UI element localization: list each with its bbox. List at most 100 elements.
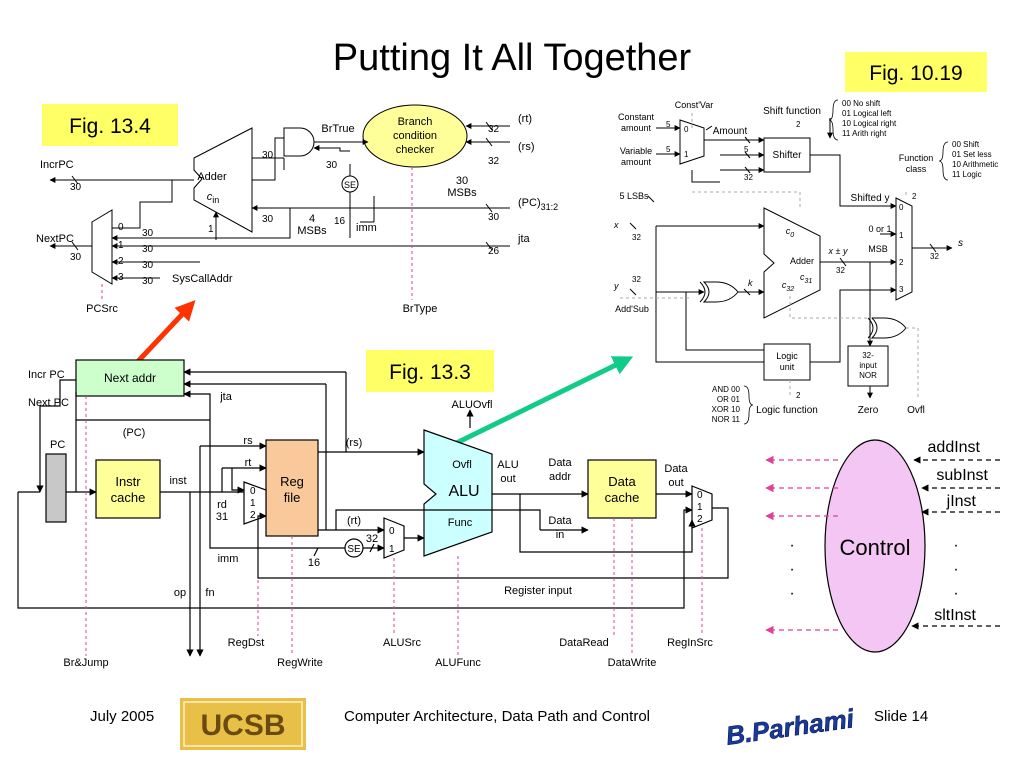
input-xor [702,281,739,303]
control-unit: Control addInst subInst jInst sltInst · … [765,439,1000,653]
footer-course: Computer Architecture, Data Path and Con… [344,708,650,725]
class-code-3: 11 Logic [952,170,982,179]
brtrue-label: BrTrue [321,123,354,135]
inst-label: inst [169,475,186,487]
dot-r1: · [953,537,958,554]
thirty-label: 30 [456,175,468,187]
fig-10-19: Fig. 10.19 [613,52,998,425]
ctrl-regwrite: RegWrite [277,657,323,669]
out-mux-3: 3 [899,285,904,294]
out-mux-1: 1 [899,231,904,240]
shift-code-0: 00 No shift [842,99,881,108]
shift-code-1: 01 Logical left [842,109,892,118]
ctrl-alufunc: ALUFunc [435,657,481,669]
addinst-label: addInst [928,439,981,456]
jinst-label: jInst [946,493,977,510]
s-output-label: s [958,238,963,249]
branch-label-3: checker [396,144,435,156]
reg-label: Reg [280,474,304,489]
alu-block [423,429,493,557]
syscalladdr-label: SysCallAddr [172,273,233,285]
nextpc-label: NextPC [36,233,74,245]
msbs-label-b: MSBs [447,187,477,199]
branch-condition-checker [362,104,468,168]
parhami-logo: B.Parhami [724,703,857,751]
width-30-d: 30 [262,214,274,225]
amount-label: Amount [713,126,748,137]
cache-label-instr: cache [111,490,146,505]
logic-label: Logic [776,351,798,361]
reginsrc-mux-0: 0 [697,490,703,501]
regdst-mux-2: 2 [250,510,256,521]
reg-file-block [265,439,319,537]
pc-adder [193,127,253,233]
logic-code-1: OR 01 [717,395,741,404]
variable-amount-label: amount [621,157,652,167]
data-cache-block [587,459,657,519]
amount-mux [679,119,705,165]
ovfl-label: Ovfl [907,405,925,416]
aluovfl-label: ALUOvfl [452,399,493,411]
ctrl-alusrc: ALUSrc [383,637,421,649]
w-2-a: 2 [796,120,801,129]
k-label: k [748,278,753,288]
op-label: op [174,587,186,599]
width-30-e: 30 [142,228,154,239]
function-label: Function [899,153,934,163]
imm-label: imm [356,222,377,234]
ucsb-logo-text: UCSB [200,709,285,742]
ovfl-xor [870,317,907,339]
control-ellipse [824,439,926,653]
logic-code-2: XOR 10 [712,405,741,414]
shifter-label: Shifter [773,150,803,161]
register-input-label: Register input [504,585,572,597]
mux-in-3: 3 [118,272,124,283]
ctrl-dataread: DataRead [559,637,609,649]
width-1: 1 [208,224,214,235]
data-out-label-1: Data [664,463,688,475]
c31-label: c31 [800,272,812,285]
variable-label: Variable [620,146,652,156]
fig-13-3-label: Fig. 13.3 [389,361,471,384]
rs-field-label: rs [243,435,253,447]
reginsrc-mux [691,485,713,529]
fig-13-3-label-box [366,350,494,392]
mux-in-2: 2 [118,256,124,267]
shift-code-3: 11 Arith right [842,129,887,138]
width-30-b: 30 [262,150,274,161]
rs-value-label: (rs) [346,437,363,449]
parhami-logo-text: B.Parhami [724,703,856,751]
w-5-c: 5 [744,145,749,154]
alu-out-label-1: ALU [497,459,518,471]
w-2-b: 2 [912,192,917,201]
rt-value-label: (rt) [347,515,361,527]
rd-field-label: rd [217,499,227,511]
alu-ovfl-label: Ovfl [452,459,472,471]
msbs-label-a: MSBs [297,225,327,237]
se-unit-label: SE [347,544,361,555]
reginsrc-mux-2: 2 [697,514,703,525]
adder-label: Adder [197,171,227,183]
ctrl-reginsrc: RegInSrc [667,637,713,649]
nor-label: NOR [859,371,877,380]
w-2-c: 2 [796,391,801,400]
dot-r2: · [953,561,958,578]
fig-10-19-label: Fig. 10.19 [869,62,962,85]
w-5-b: 5 [666,145,671,154]
ctrl-regdst: RegDst [228,637,265,649]
logic-code-3: NOR 11 [712,415,741,424]
w-32-e: 32 [930,252,939,261]
jta-label: jta [517,233,531,245]
data-in-label-2: in [556,529,565,541]
class-code-1: 01 Set less [952,150,992,159]
ctrl-datawrite: DataWrite [608,657,657,669]
x-pm-y-label: x ± y [828,246,848,256]
next-addr-block [75,359,185,397]
x-input-label: x [613,220,619,230]
rt-field-label: rt [245,457,252,469]
fig-13-4: Fig. 13.4 [36,104,558,315]
data-in-label-1: Data [548,515,572,527]
incrpc-label: IncrPC [40,159,74,171]
class-code-2: 10 Arithmetic [952,160,998,169]
imm-field-label: imm [218,553,239,565]
